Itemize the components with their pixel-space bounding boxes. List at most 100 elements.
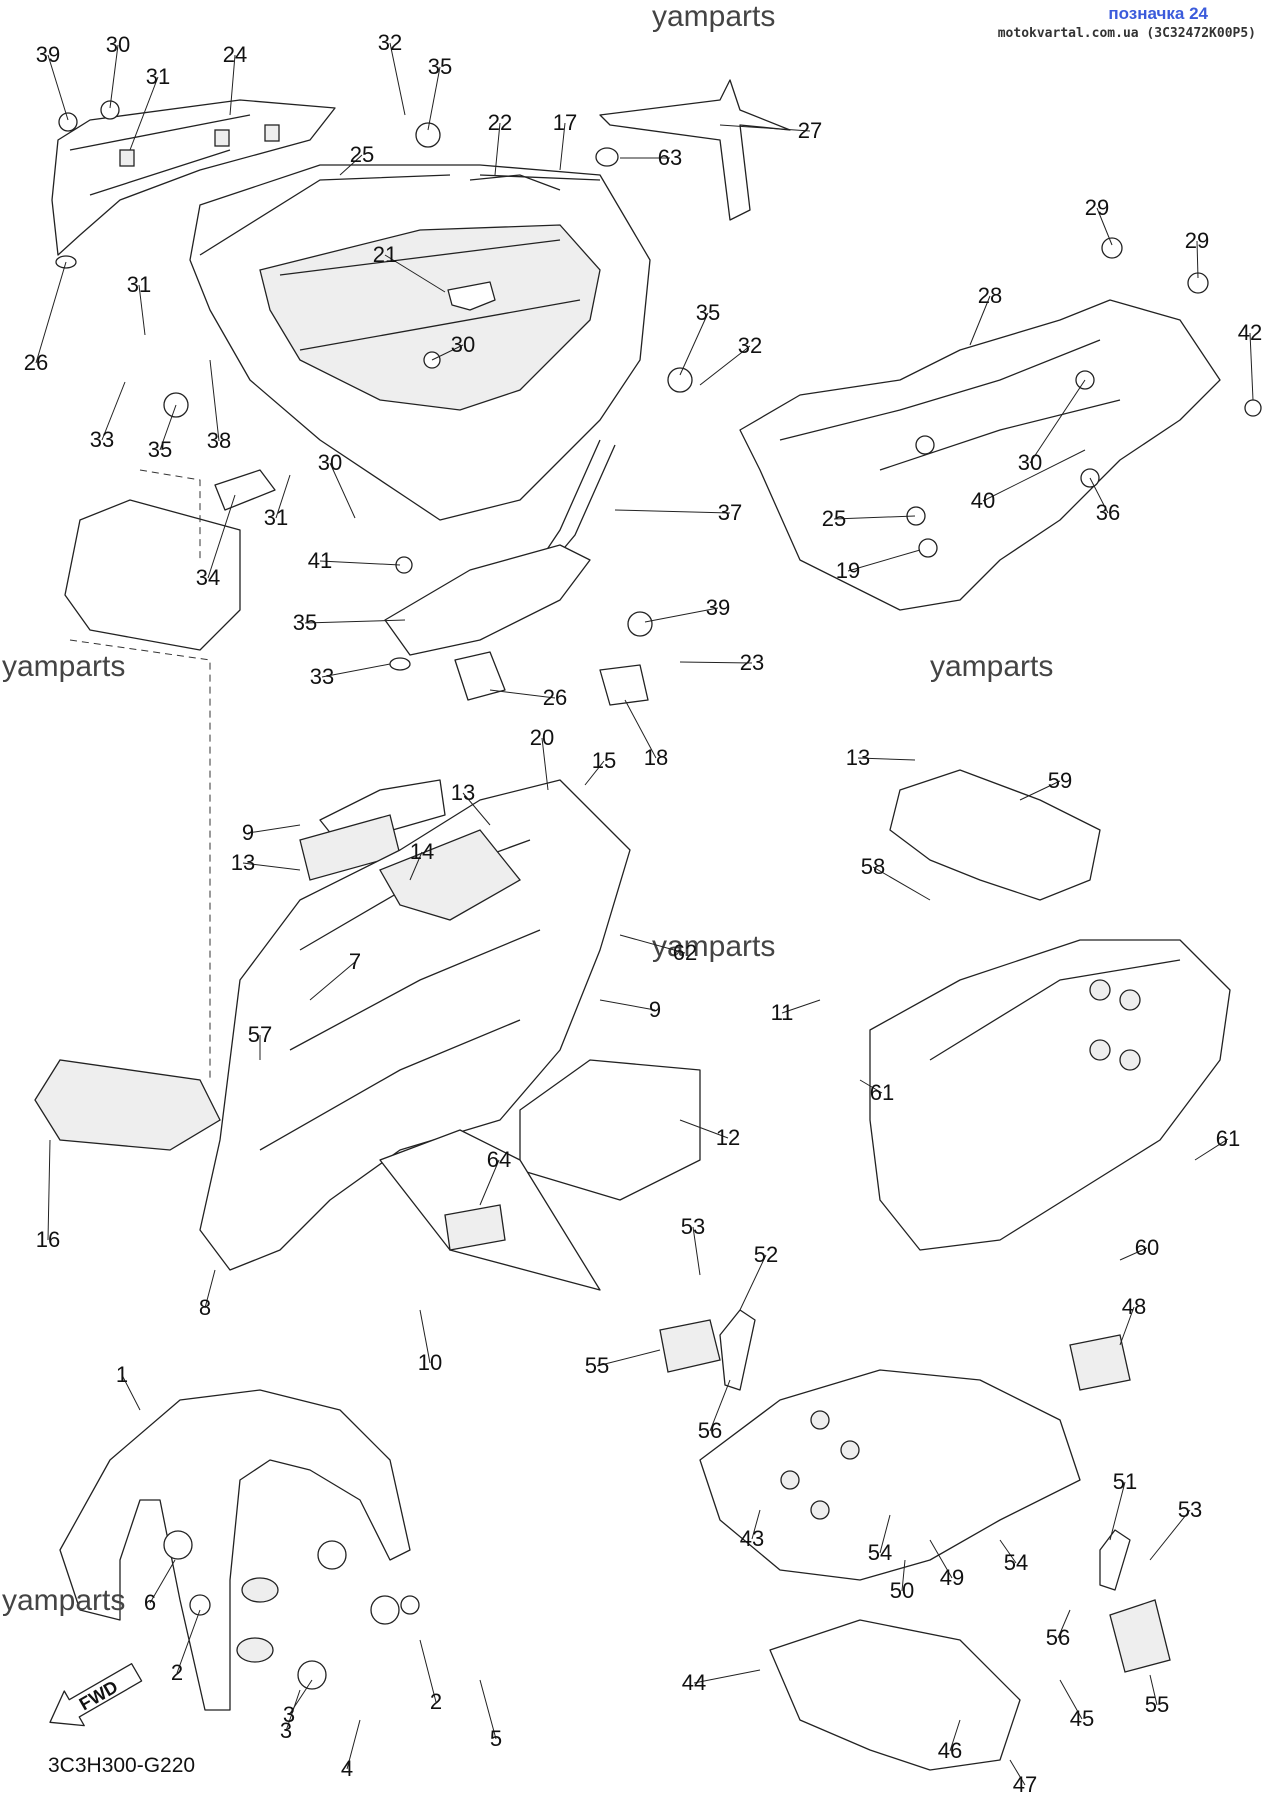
leader-line	[1196, 240, 1199, 279]
leader-line	[679, 1119, 729, 1139]
part-callout-number: 43	[740, 1526, 764, 1551]
leader-line	[389, 42, 406, 116]
leader-line	[419, 1309, 431, 1364]
part-callout-number: 32	[738, 333, 762, 358]
part-callout-number: 41	[308, 548, 332, 573]
leader-line	[101, 381, 126, 441]
part-callout-number: 14	[410, 839, 434, 864]
leader-line	[644, 607, 719, 623]
leader-line	[285, 1689, 301, 1732]
part-callout-number: 30	[318, 450, 342, 475]
part-callout-number: 64	[487, 1147, 511, 1172]
leader-line	[692, 1226, 701, 1276]
leader-line	[679, 661, 753, 664]
part-callout-number: 13	[846, 745, 870, 770]
part-callout-number: 55	[1145, 1692, 1169, 1717]
leader-line	[1149, 1674, 1158, 1706]
part-callout-number: 23	[740, 650, 764, 675]
part-callout-number: 56	[698, 1418, 722, 1443]
leader-line	[541, 737, 549, 791]
part-callout-number: 35	[293, 610, 317, 635]
part-callout-number: 24	[223, 42, 247, 67]
leader-line	[719, 124, 811, 132]
part-callout-number: 61	[1216, 1126, 1240, 1151]
leader-line	[431, 344, 464, 361]
leader-line	[1119, 1306, 1135, 1346]
leader-line	[559, 122, 566, 171]
leader-line	[419, 1639, 437, 1703]
leader-line	[462, 792, 491, 826]
leader-line	[479, 1159, 500, 1206]
watermark: yamparts	[652, 930, 775, 963]
leader-line	[319, 560, 401, 566]
leader-line	[781, 999, 821, 1014]
leader-line	[751, 1509, 761, 1540]
part-callout-number: 60	[1135, 1235, 1159, 1260]
part-callout-number: 22	[488, 110, 512, 135]
leader-line	[999, 1539, 1017, 1564]
part-callout-number: 21	[373, 242, 397, 267]
diagram-code: 3C3H300-G220	[48, 1754, 195, 1777]
leader-line	[247, 824, 301, 834]
part-callout-number: 50	[890, 1578, 914, 1603]
leader-line	[1194, 1138, 1229, 1161]
leader-line	[346, 1719, 361, 1770]
part-callout-number: 13	[451, 780, 475, 805]
part-callout-number: 5	[490, 1726, 502, 1751]
leader-line	[872, 866, 931, 901]
leader-line	[321, 663, 391, 678]
leader-line	[929, 1539, 953, 1579]
part-callout-number: 47	[1013, 1772, 1037, 1797]
leader-line	[329, 462, 356, 519]
part-callout-number: 26	[543, 685, 567, 710]
part-callout-number: 25	[822, 506, 846, 531]
part-callout-number: 35	[696, 300, 720, 325]
leader-line	[596, 1349, 661, 1367]
leader-line	[204, 1269, 216, 1309]
leader-line	[1089, 477, 1109, 514]
leader-line	[47, 1139, 51, 1241]
part-callout-number: 31	[264, 505, 288, 530]
part-callout-number: 8	[199, 1295, 211, 1320]
leader-line	[982, 449, 1086, 502]
leader-line	[242, 862, 301, 871]
part-callout-number: 3	[283, 1702, 295, 1727]
watermark: yamparts	[930, 650, 1053, 683]
part-callout-number: 59	[1048, 768, 1072, 793]
leader-line	[693, 1669, 761, 1684]
leader-line	[384, 254, 446, 293]
leader-line	[1149, 1509, 1191, 1561]
leader-line	[427, 66, 441, 131]
part-callout-number: 16	[36, 1227, 60, 1252]
part-callout-number: 35	[428, 54, 452, 79]
part-callout-number: 32	[378, 30, 402, 55]
part-callout-number: 36	[1096, 500, 1120, 525]
leader-line	[1059, 1679, 1083, 1720]
leader-line	[309, 961, 356, 1001]
watermark: yamparts	[2, 1584, 125, 1617]
part-callout-number: 27	[798, 118, 822, 143]
part-callout-number: 58	[861, 854, 885, 879]
part-callout-number: 28	[978, 283, 1002, 308]
leader-line	[229, 54, 236, 116]
part-callout-number: 49	[940, 1565, 964, 1590]
part-callout-number: 15	[592, 748, 616, 773]
leader-line	[879, 1514, 891, 1554]
part-callout-number: 13	[231, 850, 255, 875]
part-callout-number: 57	[248, 1022, 272, 1047]
leader-line	[209, 359, 220, 442]
leader-line	[584, 760, 605, 786]
leader-line	[1249, 332, 1254, 401]
part-callout-number: 54	[1004, 1550, 1028, 1575]
part-callout-number: 10	[418, 1350, 442, 1375]
part-callout-number: 11	[771, 1000, 794, 1025]
part-callout-number: 39	[706, 595, 730, 620]
part-callout-number: 53	[681, 1214, 705, 1239]
leader-line	[1019, 780, 1061, 801]
leader-line	[275, 474, 291, 519]
leader-line	[304, 619, 406, 624]
leader-lines	[35, 42, 1254, 1786]
leader-line	[494, 122, 501, 176]
